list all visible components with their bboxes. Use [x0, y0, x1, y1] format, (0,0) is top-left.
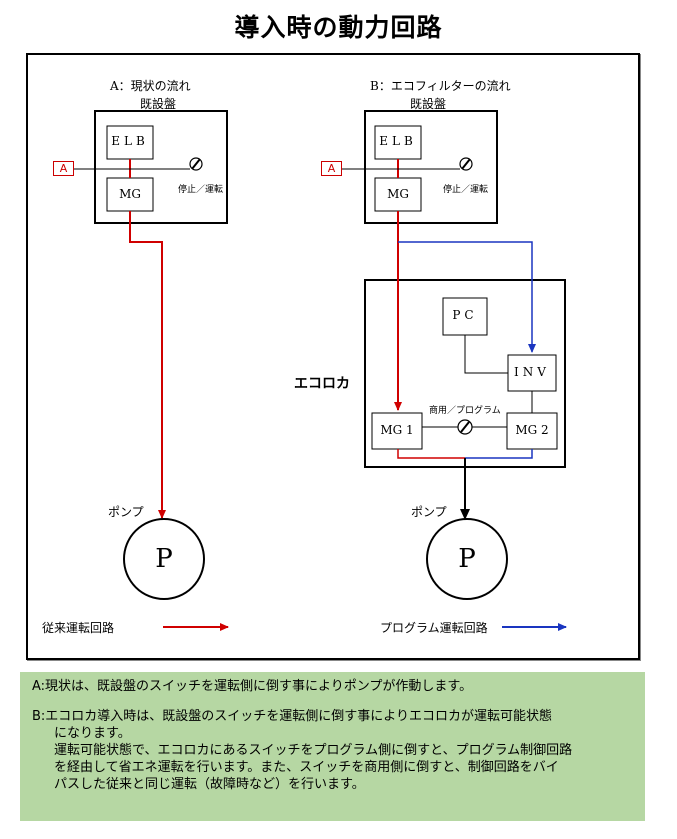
page-title: 導入時の動力回路 — [234, 13, 443, 42]
left-panel-label: 既設盤 — [140, 97, 177, 111]
right-pump: P — [426, 518, 508, 600]
left-pump-label: ポンプ — [108, 505, 144, 519]
commercial-program-switch-icon[interactable] — [457, 419, 473, 435]
left-heading: A：現状の流れ — [110, 79, 191, 93]
mg2-box — [506, 412, 558, 450]
note-b-line1: B:エコロカ導入時は、既設盤のスイッチを運転側に倒す事によりエコロカが運転可能状… — [32, 709, 553, 724]
right-elb-box — [374, 125, 422, 160]
left-switch-label: 停止／運転 — [178, 185, 224, 195]
right-input-marker: A — [321, 161, 342, 176]
left-existing-panel — [94, 110, 228, 224]
legend-program-label: プログラム運転回路 — [380, 621, 488, 635]
explanation-box: A:現状は、既設盤のスイッチを運転側に倒す事によりポンプが作動します。 B:エコ… — [20, 672, 645, 821]
note-b-line4: を経由して省エネ運転を行います。また、スイッチを商用側に倒すと、制御回路をバイ — [54, 760, 559, 775]
pc-box — [442, 297, 488, 336]
mg2-label: MG 2 — [515, 423, 549, 437]
left-pump: P — [123, 518, 205, 600]
inv-box — [507, 354, 557, 392]
legend-conventional-label: 従来運転回路 — [42, 621, 115, 635]
note-b-line3: 運転可能状態で、エコロカにあるスイッチをプログラム側に倒すと、プログラム制御回路 — [54, 743, 573, 758]
right-elb-label: ELB — [379, 134, 417, 148]
right-panel-label: 既設盤 — [410, 97, 447, 111]
right-mg-label: MG — [387, 187, 409, 201]
right-existing-panel — [364, 110, 498, 224]
mg1-label: MG 1 — [380, 423, 414, 437]
note-a: A:現状は、既設盤のスイッチを運転側に倒す事によりポンプが作動します。 — [32, 679, 473, 694]
note-b-line2: になります。 — [54, 726, 131, 741]
ecoloca-label: エコロカ — [294, 376, 350, 392]
right-switch-label: 停止／運転 — [443, 185, 489, 195]
right-stop-run-switch-icon[interactable] — [459, 157, 473, 171]
program-wire — [398, 241, 536, 353]
right-pump-label: ポンプ — [411, 505, 447, 519]
left-stop-run-switch-icon[interactable] — [189, 157, 203, 171]
left-input-marker: A — [53, 161, 74, 176]
left-conventional-wire — [129, 211, 166, 519]
right-heading: B：エコフィルターの流れ — [370, 79, 511, 93]
mg1-box — [371, 412, 423, 450]
commercial-program-switch-label: 商用／プログラム — [429, 406, 501, 416]
left-elb-label: ELB — [111, 134, 149, 148]
right-mg-box — [374, 177, 422, 212]
pc-label: PC — [452, 308, 478, 322]
note-b-line5: パスした従来と同じ運転（故障時など）を行います。 — [54, 777, 365, 792]
left-mg-label: MG — [119, 187, 141, 201]
inv-label: INV — [514, 365, 550, 379]
diagram-frame — [26, 53, 640, 660]
